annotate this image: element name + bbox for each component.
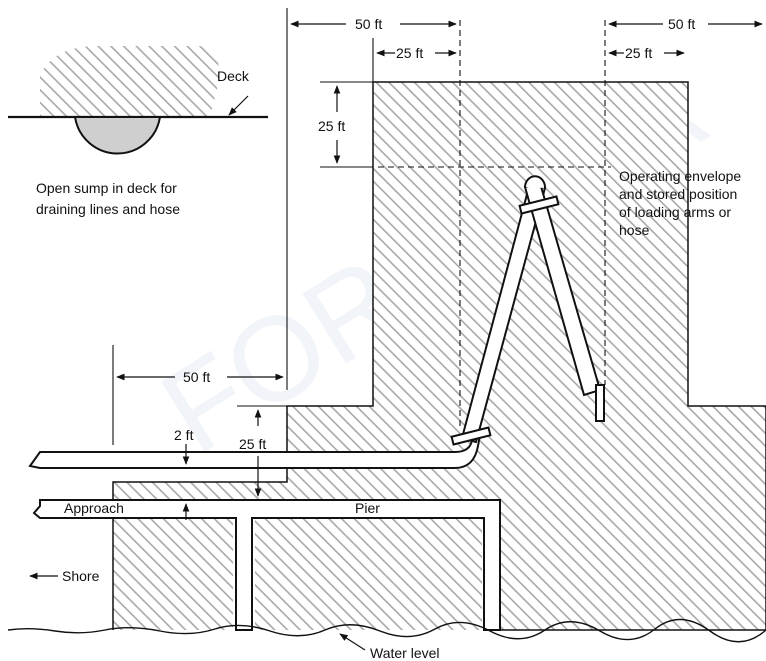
- dim-top-right-50ft: 50 ft: [668, 16, 695, 32]
- shore-label: Shore: [62, 568, 100, 584]
- deck-mound: [40, 45, 220, 117]
- envelope-label-line4: hose: [619, 222, 650, 238]
- pier-label: Pier: [355, 500, 380, 516]
- envelope-label-line3: of loading arms or: [619, 204, 731, 220]
- sump-label-line2: draining lines and hose: [36, 201, 180, 217]
- water-level-line: [7, 618, 766, 643]
- dim-upper-25ft: 25 ft: [318, 118, 345, 134]
- dim-lower-left-50ft: 50 ft: [183, 369, 210, 385]
- arm-end-flange: [595, 384, 605, 422]
- dim-clearance-2ft: 2 ft: [174, 427, 194, 443]
- sump-label-line1: Open sump in deck for: [36, 180, 177, 196]
- approach-label: Approach: [64, 500, 124, 516]
- dim-top-right-25ft: 25 ft: [625, 45, 652, 61]
- water-level-label: Water level: [370, 645, 440, 661]
- dim-top-left-25ft: 25 ft: [396, 45, 423, 61]
- open-sump: [73, 116, 162, 155]
- loading-arm-elbow: [524, 175, 547, 189]
- dim-lower-25ft: 25 ft: [239, 436, 266, 452]
- pier-hatched-block: [255, 515, 482, 630]
- envelope-label-line1: Operating envelope: [619, 168, 741, 184]
- arm-lower-collar: [450, 426, 492, 446]
- envelope-label-line2: and stored position: [619, 186, 737, 202]
- approach-hatched-block: [113, 515, 233, 630]
- dim-top-left-50ft: 50 ft: [355, 16, 382, 32]
- pier-structure: [32, 499, 501, 631]
- deck-label: Deck: [217, 68, 250, 84]
- arm-upper-collar: [518, 195, 560, 215]
